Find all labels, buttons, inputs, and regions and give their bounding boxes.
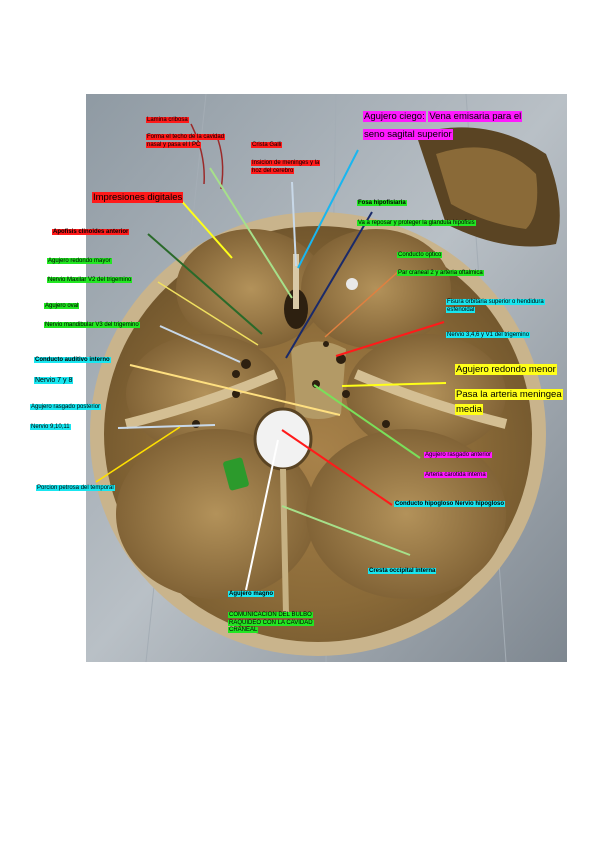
label-petrosa: Porcion petrosa del temporal [36, 485, 115, 491]
label-cresta: Cresta occipital interna [368, 568, 437, 574]
label-fisura-desc: Nervio 3,4,6 y V1 del trigemino [446, 332, 531, 338]
label-redondo-mayor-desc: Nervio Maxilar V2 del trigemino [47, 277, 133, 283]
skull-base-illustration [86, 94, 567, 662]
skull-base-photo [86, 94, 567, 662]
label-fosa-desc: Va a reposar y proteger la glandula hipo… [357, 220, 476, 226]
label-impresiones: Impresiones digitales [92, 192, 184, 203]
label-crista-desc: Insicion de meninges y la hoz del cerebr… [251, 160, 321, 174]
label-redondo-menor: Agujero redondo menor [455, 364, 557, 375]
label-hipogloso: Conducto hipogloso Nervio hipogloso [394, 501, 505, 507]
label-rasgado-ant: Agujero rasgado anterior [424, 452, 493, 458]
label-fisura: Fisura orbitaria superior o hendidura es… [446, 299, 545, 313]
label-redondo-mayor: Agujero redondo mayor [47, 258, 112, 264]
label-oval-desc: Nervio mandibular V3 del trigemino [44, 322, 140, 328]
label-crista-galli: Crista Galli [251, 142, 283, 148]
label-lamina-cribosa: Lamina cribosa [146, 117, 189, 123]
label-apofisis: Apofisis clinoides anterior [52, 229, 130, 235]
label-agujero-ciego: Agujero ciego: Vena emisaria para el sen… [363, 111, 523, 141]
label-auditivo-desc: Nervio 7 y 8 [34, 377, 74, 384]
label-rasgado-post-desc: Nervio 9,10,11 [30, 424, 71, 430]
label-rasgado-post: Agujero rasgado posterior [30, 404, 102, 410]
label-rasgado-ant-desc: Arteria carotida interna [424, 472, 487, 478]
label-redondo-menor-desc: Pasa la arteria meningea media [455, 389, 563, 415]
label-lamina-desc: Forma el techo de la cavidad nasal y pas… [146, 134, 226, 148]
label-oval: Agujero oval [44, 303, 80, 309]
label-conducto-optico-desc: Par craneal 2 y arteria oftalmica [397, 270, 484, 276]
label-magno-desc: COMUNICACION DEL BULBO RAQUIDEO CON LA C… [228, 612, 314, 633]
label-fosa: Fosa hipofisiaria [357, 200, 407, 206]
label-auditivo: Conducto auditivo interno [34, 357, 111, 363]
label-magno: Agujero magno [228, 591, 275, 597]
label-conducto-optico: Conducto optico [397, 252, 443, 258]
